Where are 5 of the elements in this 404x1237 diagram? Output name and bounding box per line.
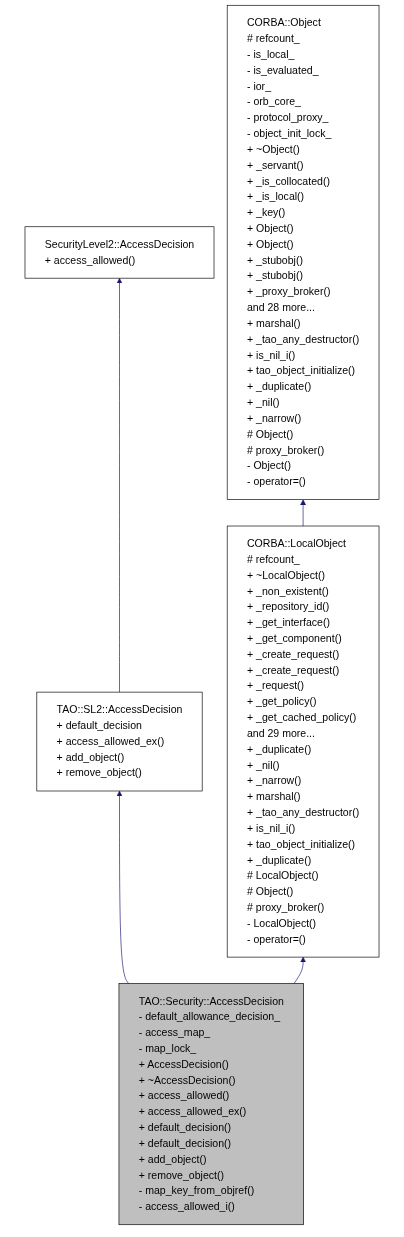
node-box: CORBA::LocalObject # refcount_ + ~LocalObject() + _non_existent() + _repository_id() + _get_interface() + _get_component() + _create_request() + _create_request() + _request() + _get_policy() + _get_cached_policy() and 29 more... + _duplicate() + _nil() + _narrow() + marshal() + _tao_any_destructor() + is_nil_i() + tao_object_initialize() + _duplicate() # LocalObject() # Object() # proxy_broker() - LocalObject() - operator=() bbox=[226, 525, 380, 958]
node-box: SecurityLevel2::AccessDecision + access_allowed() bbox=[24, 226, 215, 279]
node-box: TAO::SL2::AccessDecision + default_decision + access_allowed_ex() + add_object() + remove_object() bbox=[36, 691, 203, 792]
node-box: CORBA::Object # refcount_ - is_local_ - is_evaluated_ - ior_ - orb_core_ - protocol_proxy_ - object_init_lock_ + ~Object() + _servant() + _is_collocated() + _is_local() + _key() + Object() + Object() + _stubobj() + _stubobj() + _proxy_broker() and 28 more... + marshal() + _tao_any_destructor() + is_nil_i() + tao_object_initialize() + _duplicate() + _nil() + _narrow() # Object() # proxy_broker() - Object() - operator=() bbox=[226, 4, 380, 500]
node-box: TAO::Security::AccessDecision - default_allowance_decision_ - access_map_ - map_lock_ + AccessDecision() + ~AccessDecision() + access_allowed() + access_allowed_ex() + default_decision() + default_decision() + add_object() + remove_object() - map_key_from_objref() - access_allowed_i() bbox=[118, 983, 304, 1226]
